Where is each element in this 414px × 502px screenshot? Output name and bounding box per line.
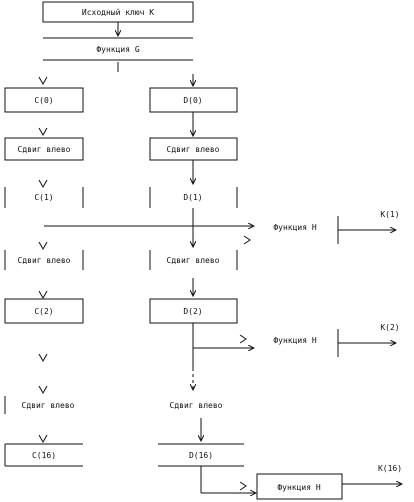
h1-input-chevron [243,235,251,245]
source-key-label: Исходный ключ K [82,8,154,17]
arrow-g-to-c0 [38,76,48,86]
function-h16-box [256,473,343,500]
c2-label: C(2) [34,307,53,316]
d1-label: D(1) [183,193,202,202]
arrow-c0-to-shift1 [38,127,48,137]
k2-label: K(2) [380,323,399,332]
d16-label: D(16) [189,451,213,460]
left-shift1-box [4,137,84,161]
c16-label: C(16) [32,451,56,460]
continuation-chevron-left [38,353,48,363]
left-shift16-label: Сдвиг влево [22,401,75,410]
c1-label: C(1) [34,193,53,202]
d0-label: D(0) [183,96,202,105]
arrow-shift2-to-c2 [38,290,48,300]
function-h1-label: Функция H [273,223,317,232]
right-shift16-label: Сдвиг влево [170,401,223,410]
arrow-c1-to-shift2 [38,241,48,251]
h16-input-chevron [239,481,247,491]
function-h16-label: Функция H [277,483,321,492]
d2-label: D(2) [183,307,202,316]
c0-label: C(0) [34,96,53,105]
c0-box [4,87,84,113]
d2-box [149,298,238,324]
k1-label: K(1) [380,210,399,219]
arrow-shift1-to-c1 [38,179,48,189]
function-h2-label: Функция H [273,336,317,345]
function-g-label: Функция G [96,45,140,54]
h2-input-chevron [239,334,247,344]
arrow-to-left-shift16 [38,385,48,395]
c2-box [4,298,84,324]
left-shift1-label: Сдвиг влево [18,145,71,154]
right-shift2-label: Сдвиг влево [167,256,220,265]
right-shift1-label: Сдвиг влево [167,145,220,154]
left-shift2-label: Сдвиг влево [18,256,71,265]
k16-label: K(16) [378,464,402,473]
arrow-to-c16 [38,434,48,444]
